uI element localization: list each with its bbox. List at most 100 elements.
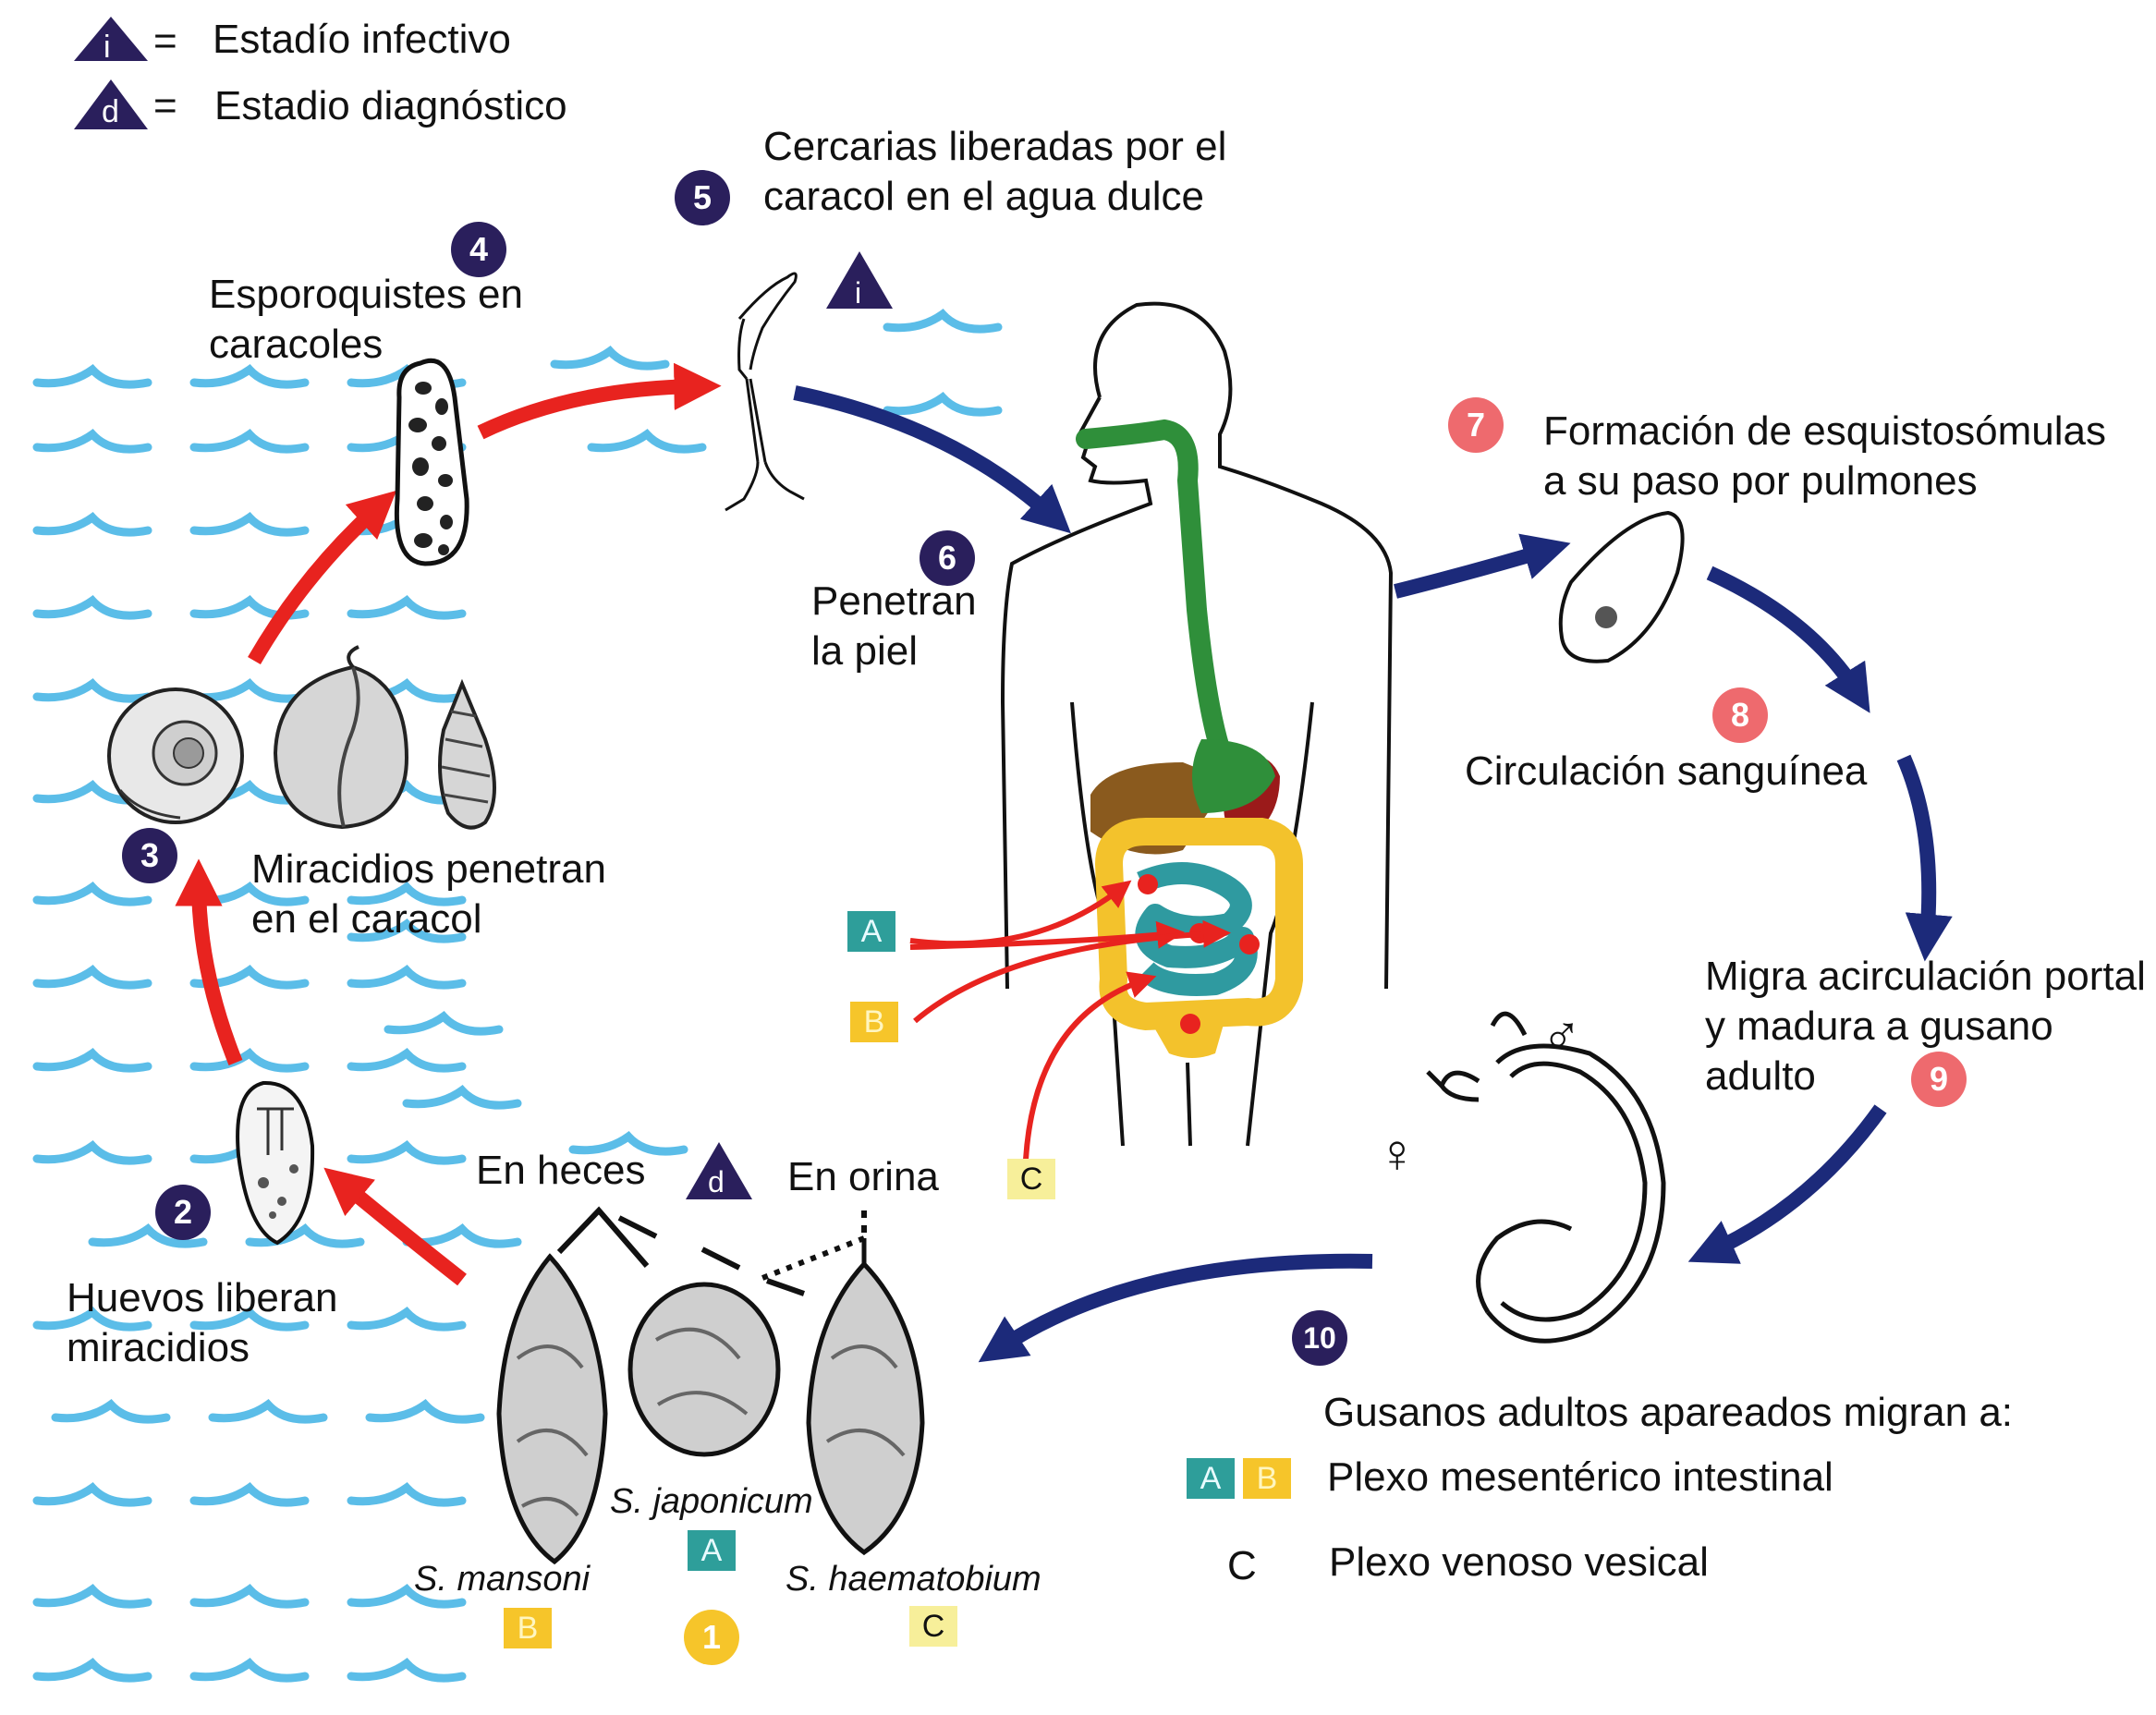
mansoni-egg-icon (496, 1253, 608, 1565)
step-5-label: Cercarias liberadas por el caracol en el… (763, 124, 1227, 219)
water-wave (32, 429, 152, 454)
step-6-label: Penetran la piel (811, 578, 977, 674)
diagnostic-marker-triangle-icon (686, 1142, 752, 1199)
step-8-badge: 8 (1712, 687, 1768, 743)
dest-c-tag: C (1227, 1543, 1257, 1588)
body-tag-b: B (850, 1002, 898, 1042)
legend-infective-letter: i (104, 30, 111, 65)
step-1-badge: 1 (684, 1610, 739, 1665)
mansoni-label: S. mansoni (414, 1560, 591, 1599)
water-wave (245, 1223, 365, 1248)
tag-pointer-arrows (909, 880, 1231, 1161)
water-wave (587, 429, 707, 454)
water-wave (189, 1048, 310, 1073)
legend-infective-label: Estadío infectivo (213, 17, 511, 62)
step-2-label: Huevos liberan miracidios (67, 1275, 338, 1370)
miracidium-icon (236, 1080, 315, 1246)
step-7-badge: 7 (1448, 397, 1504, 453)
arrow-worms-to-eggs (978, 1253, 1373, 1363)
step-10-badge: 10 (1292, 1310, 1347, 1366)
water-wave (347, 1584, 467, 1609)
water-wave (347, 1658, 467, 1683)
water-wave (189, 1307, 310, 1332)
water-wave (365, 1399, 485, 1424)
mansoni-tag: B (504, 1608, 552, 1648)
water-wave (550, 346, 670, 371)
arrow-circulation-to-portal (1896, 754, 1953, 962)
dest-tag-a: A (1187, 1458, 1235, 1499)
adult-worm-pair-icon (1426, 1011, 1666, 1344)
water-wave (347, 1482, 467, 1507)
haematobium-egg-icon (806, 1238, 925, 1556)
haematobium-label: S. haematobium (786, 1560, 1041, 1599)
step-5-infective-marker: i (855, 276, 862, 310)
water-wave (347, 1307, 467, 1332)
water-wave (32, 1658, 152, 1683)
water-wave (189, 429, 310, 454)
water-wave (32, 595, 152, 620)
water-wave (32, 678, 152, 703)
legend-diagnostic-label: Estadio diagnóstico (214, 83, 567, 128)
water-wave (32, 1140, 152, 1165)
legend-diagnostic-triangle-icon (74, 79, 148, 129)
infective-marker-triangle-icon (826, 251, 893, 309)
arrow-sporocyst-to-cercaria (477, 362, 722, 440)
step-4-badge: 4 (451, 222, 506, 277)
water-wave (189, 364, 310, 389)
sporocyst-icon (394, 358, 469, 566)
water-wave (568, 1131, 688, 1156)
water-wave (402, 1085, 522, 1110)
water-wave (88, 1223, 208, 1248)
water-wave (347, 595, 467, 620)
japonicum-tag: A (688, 1530, 736, 1571)
female-symbol: ♀ (1377, 1124, 1418, 1184)
water-wave (189, 512, 310, 537)
water-wave (189, 1482, 310, 1507)
step-8-label: Circulación sanguínea (1465, 748, 1868, 794)
legend-infective-triangle-icon (74, 17, 148, 61)
water-wave (32, 1482, 152, 1507)
water-wave (189, 1658, 310, 1683)
male-symbol: ♂ (1541, 1005, 1582, 1065)
water-wave (208, 1399, 328, 1424)
water-wave (883, 392, 1003, 417)
water-wave (347, 918, 467, 943)
water-wave (51, 1399, 171, 1424)
schistosomulum-icon (1558, 510, 1685, 663)
legend-infective-eq: = (153, 18, 177, 64)
step-9-label: Migra acirculación portal y madura a gus… (1705, 954, 2146, 1099)
water-wave (32, 965, 152, 990)
arrow-cercaria-to-human (793, 385, 1071, 534)
legend-diagnostic-eq: = (153, 83, 177, 128)
turreted-snail-icon (438, 678, 496, 830)
arrow-miracidium-to-snail (175, 858, 243, 1065)
water-waves (32, 309, 1003, 1683)
water-wave (32, 364, 152, 389)
water-wave (347, 1140, 467, 1165)
water-wave (32, 1584, 152, 1609)
step-4-label: Esporoquistes en caracoles (209, 272, 523, 367)
japonicum-egg-icon (627, 1282, 781, 1457)
globular-snail-icon (273, 645, 409, 830)
arrow-snail-to-sporocyst (248, 490, 397, 665)
legend-diagnostic-letter: d (102, 94, 119, 129)
arrow-lungs-to-circulation (1706, 566, 1870, 713)
feces-label: En heces (476, 1148, 646, 1193)
arrow-human-to-lungs (1394, 533, 1571, 599)
body-tag-c: C (1007, 1159, 1055, 1199)
water-wave (347, 965, 467, 990)
water-wave (347, 882, 467, 906)
dest-c-label: Plexo venoso vesical (1329, 1539, 1709, 1585)
dest-ab-label: Plexo mesentérico intestinal (1327, 1454, 1833, 1500)
urine-label: En orina (787, 1154, 939, 1199)
water-wave (32, 512, 152, 537)
step-3-label: Miracidios penetran en el caracol (251, 846, 606, 942)
step-6-badge: 6 (920, 530, 975, 586)
step-5-badge: 5 (675, 170, 730, 225)
egg-diagnostic-marker: d (708, 1165, 725, 1198)
water-wave (32, 1307, 152, 1332)
step-3-badge: 3 (122, 828, 177, 883)
planorbid-snail-icon (107, 687, 244, 824)
